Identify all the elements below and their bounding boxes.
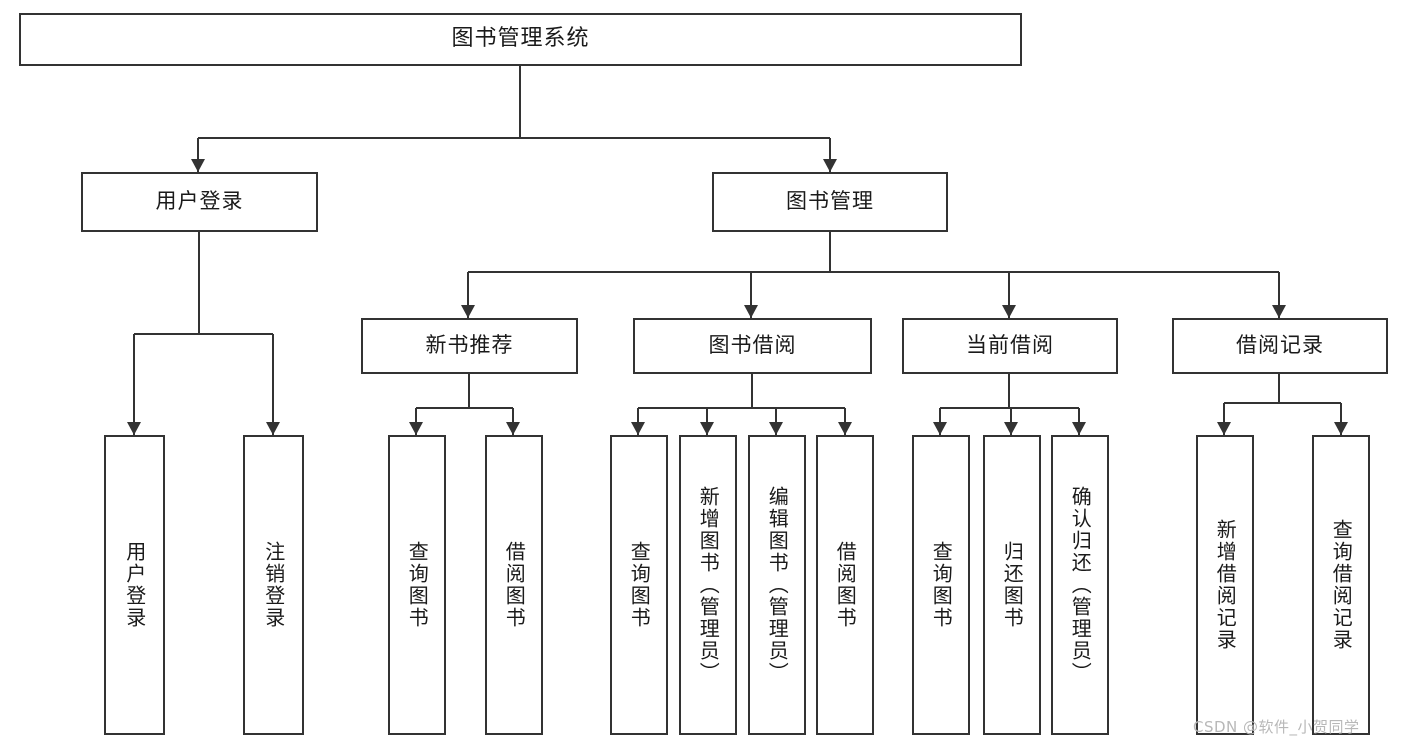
arrowhead-group-3-0 [1217,422,1231,435]
node-level3-3[interactable]: 借阅记录 [1172,318,1388,374]
connector-group-drop-3-0 [1223,403,1225,435]
connector-root-drop-0 [197,138,199,172]
arrowhead-group-1-0 [631,422,645,435]
arrowhead-group-0-0 [409,422,423,435]
node-label: 注销登录 [261,541,286,629]
connector-group-stem-1 [751,374,753,408]
arrowhead-group-1-2 [769,422,783,435]
node-leaf-7[interactable]: 借阅图书 [816,435,874,735]
node-label: 当前借阅 [966,333,1054,358]
node-label: 借阅图书 [502,541,527,629]
node-leaf-11[interactable]: 新增借阅记录 [1196,435,1254,735]
connector-group-drop-0-1 [512,408,514,435]
node-leaf-4[interactable]: 查询图书 [610,435,668,735]
connector-group-stem-2 [1008,374,1010,408]
node-leaf-2[interactable]: 查询图书 [388,435,446,735]
connector-manage-bus [468,271,1279,273]
connector-group-drop-0-0 [415,408,417,435]
arrowhead-manage-2 [1002,305,1016,318]
node-label: 编辑图书（管理员） [765,486,790,684]
arrowhead-group-2-2 [1072,422,1086,435]
connector-group-stem-0 [468,374,470,408]
connector-manage-drop-2 [1008,272,1010,318]
arrowhead-login-0 [127,422,141,435]
connector-root-stem [519,66,521,138]
connector-group-stem-3 [1278,374,1280,403]
connector-manage-stem [829,232,831,272]
node-label: 查询图书 [929,541,954,629]
connector-group-drop-3-1 [1340,403,1342,435]
connector-group-bus-2 [940,407,1079,409]
arrowhead-group-0-1 [506,422,520,435]
connector-group-bus-0 [416,407,513,409]
node-leaf-3[interactable]: 借阅图书 [485,435,543,735]
connector-login-stem [198,232,200,334]
node-label: 图书借阅 [708,333,797,358]
connector-root-bus [198,137,830,139]
connector-manage-drop-0 [467,272,469,318]
connector-group-drop-1-0 [637,408,639,435]
connector-root-drop-1 [829,138,831,172]
node-label: 新增图书（管理员） [696,486,721,684]
arrowhead-group-2-1 [1004,422,1018,435]
node-label: 归还图书 [1000,541,1025,629]
arrowhead-root-1 [823,159,837,172]
connector-group-bus-1 [638,407,845,409]
node-leaf-8[interactable]: 查询图书 [912,435,970,735]
node-leaf-1[interactable]: 注销登录 [243,435,304,735]
node-leaf-5[interactable]: 新增图书（管理员） [679,435,737,735]
arrowhead-group-1-1 [700,422,714,435]
node-label: 新书推荐 [425,333,514,358]
arrowhead-login-1 [266,422,280,435]
node-leaf-12[interactable]: 查询借阅记录 [1312,435,1370,735]
arrowhead-group-1-3 [838,422,852,435]
arrowhead-manage-0 [461,305,475,318]
node-leaf-0[interactable]: 用户登录 [104,435,165,735]
connector-manage-drop-3 [1278,272,1280,318]
arrowhead-manage-3 [1272,305,1286,318]
node-root-图书管理系统[interactable]: 图书管理系统 [19,13,1022,66]
connector-login-drop-0 [133,334,135,435]
node-level2-1[interactable]: 图书管理 [712,172,948,232]
connector-login-drop-1 [272,334,274,435]
node-label: 借阅图书 [833,541,858,629]
connector-group-bus-3 [1224,402,1341,404]
connector-group-drop-1-3 [844,408,846,435]
connector-group-drop-2-0 [939,408,941,435]
node-level3-1[interactable]: 图书借阅 [633,318,872,374]
node-label: 借阅记录 [1236,333,1324,358]
node-label: 用户登录 [155,189,244,214]
connector-group-drop-1-2 [775,408,777,435]
node-label: 图书管理 [786,189,874,214]
node-label: 确认归还（管理员） [1068,486,1093,684]
node-leaf-6[interactable]: 编辑图书（管理员） [748,435,806,735]
node-level2-0[interactable]: 用户登录 [81,172,318,232]
node-label: 图书管理系统 [451,26,590,52]
arrowhead-group-2-0 [933,422,947,435]
connector-group-drop-2-2 [1078,408,1080,435]
node-label: 新增借阅记录 [1213,519,1238,651]
arrowhead-manage-1 [744,305,758,318]
connector-group-drop-1-1 [706,408,708,435]
connector-login-bus [134,333,273,335]
arrowhead-root-0 [191,159,205,172]
node-label: 查询图书 [405,541,430,629]
node-label: 用户登录 [122,541,147,629]
node-level3-2[interactable]: 当前借阅 [902,318,1118,374]
node-label: 查询图书 [627,541,652,629]
connector-group-drop-2-1 [1010,408,1012,435]
node-leaf-10[interactable]: 确认归还（管理员） [1051,435,1109,735]
node-level3-0[interactable]: 新书推荐 [361,318,578,374]
arrowhead-group-3-1 [1334,422,1348,435]
csdn-watermark: CSDN @软件_小贺同学 [1193,718,1360,736]
node-label: 查询借阅记录 [1329,519,1354,651]
node-leaf-9[interactable]: 归还图书 [983,435,1041,735]
connector-manage-drop-1 [750,272,752,318]
